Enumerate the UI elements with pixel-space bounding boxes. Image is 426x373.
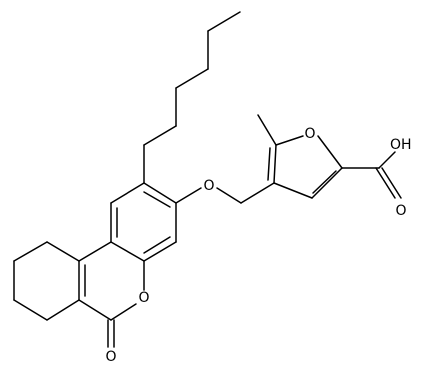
bond-inner xyxy=(312,170,337,194)
bond xyxy=(273,144,277,184)
carboxylic-acid xyxy=(341,151,402,199)
bond xyxy=(13,299,48,321)
bond xyxy=(216,187,242,204)
bond xyxy=(207,11,241,32)
bond xyxy=(143,125,177,146)
bond xyxy=(78,241,112,262)
bond xyxy=(143,182,177,204)
bond xyxy=(257,114,277,146)
lactone-ring-oxygen-label: O xyxy=(138,290,149,306)
cyclohexene-ring xyxy=(13,241,80,321)
bond xyxy=(78,299,112,321)
bond xyxy=(311,167,343,199)
bond xyxy=(13,241,48,262)
ether-linker xyxy=(175,182,275,204)
acid-hydroxyl-label: OH xyxy=(390,137,412,153)
bond xyxy=(143,241,177,262)
ether-oxygen-label: O xyxy=(203,178,214,194)
bond xyxy=(110,303,137,321)
furan-oxygen-label: O xyxy=(304,126,315,142)
bond-inner xyxy=(267,147,271,181)
bond xyxy=(46,299,80,321)
bond-inner xyxy=(143,191,171,208)
bond xyxy=(110,182,145,204)
bond xyxy=(175,187,202,204)
lactone-ring xyxy=(78,241,145,348)
furan-ring xyxy=(257,114,343,199)
bond xyxy=(375,167,396,199)
bond-inner xyxy=(143,236,171,254)
bond xyxy=(378,151,396,169)
bond xyxy=(240,182,275,204)
benzene-ring xyxy=(110,182,177,262)
bond xyxy=(110,241,145,262)
bond xyxy=(175,68,209,89)
bond xyxy=(46,241,80,262)
bond xyxy=(275,135,304,146)
bond xyxy=(381,167,402,199)
acid-carbonyl-oxygen-label: O xyxy=(395,203,406,219)
bond xyxy=(273,182,313,199)
bond xyxy=(317,135,343,169)
hexyl-chain xyxy=(143,11,241,184)
lactone-carbonyl-oxygen-label: O xyxy=(105,349,116,365)
